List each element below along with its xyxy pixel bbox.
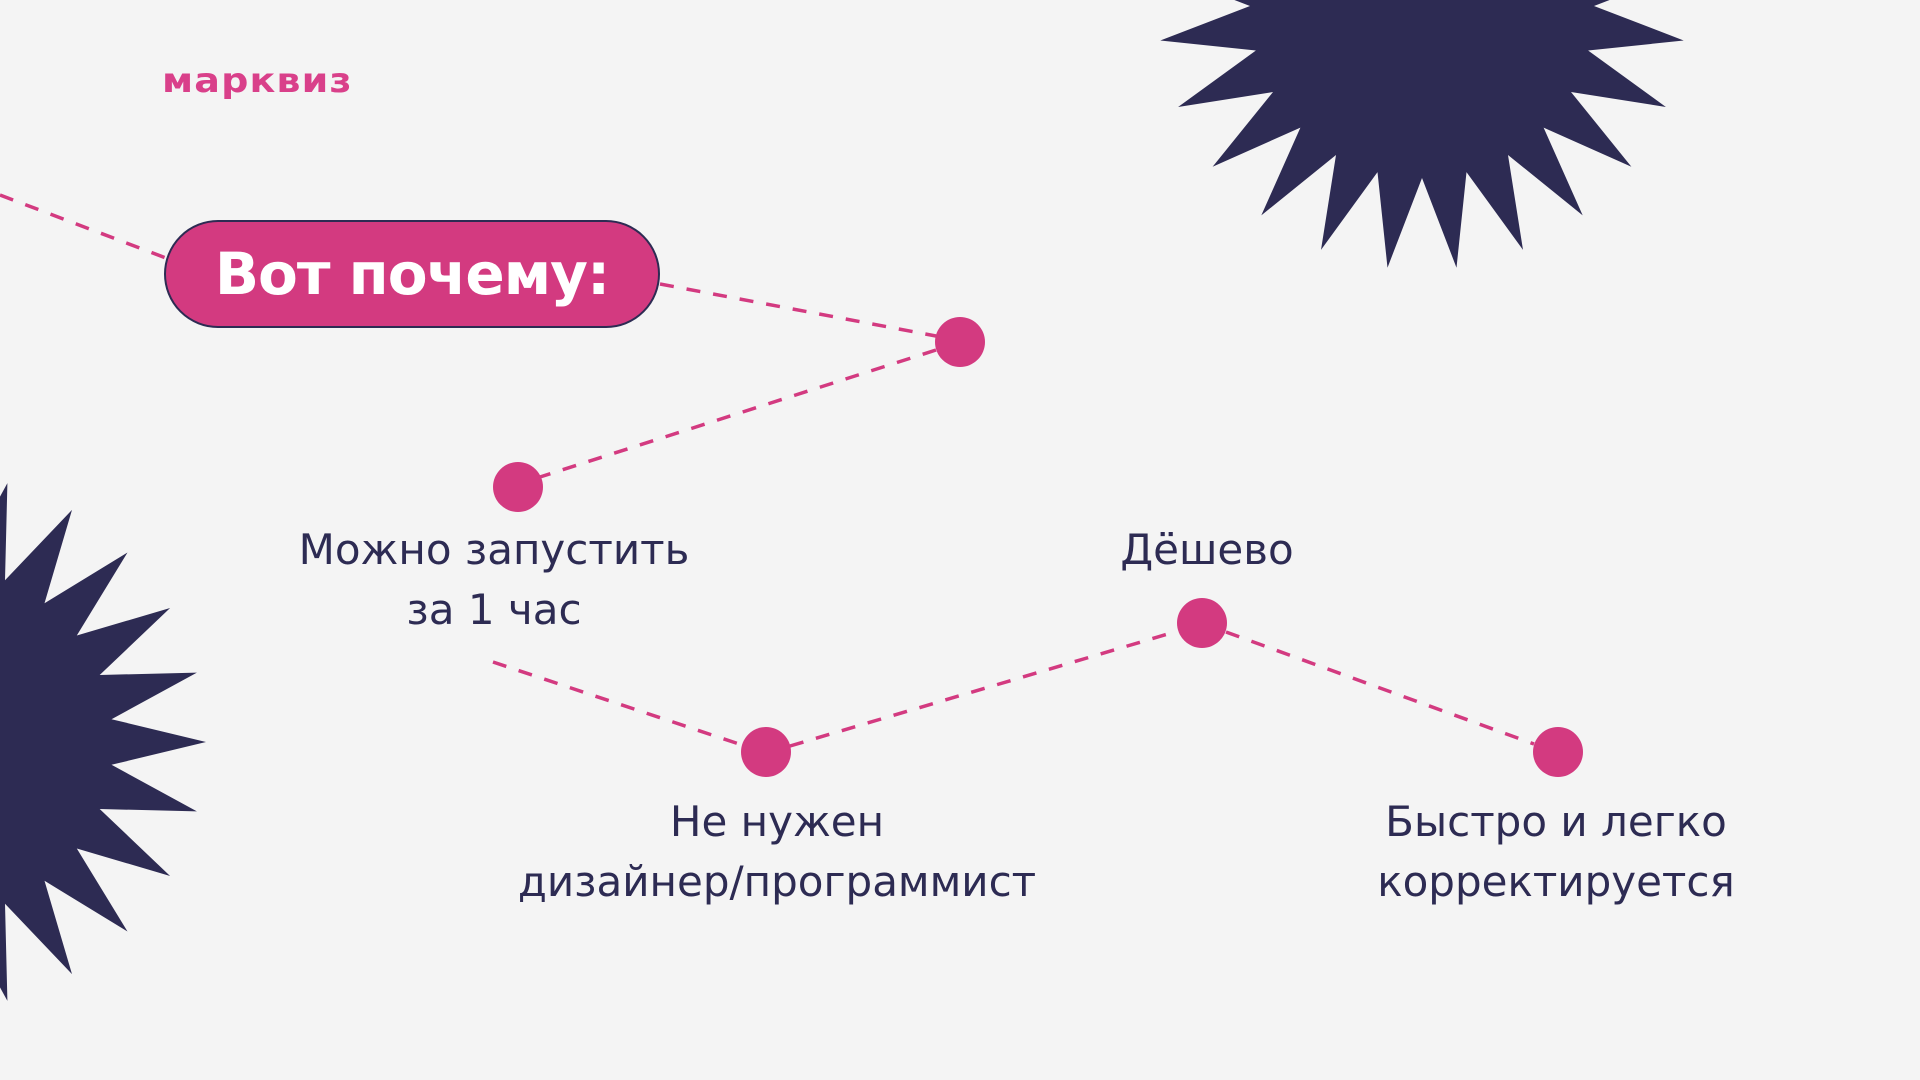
starburst-left-icon: [0, 483, 206, 1001]
starburst-top-right-icon: [1160, 0, 1684, 268]
heading-pill: Вот почему:: [164, 220, 660, 328]
reason-no-designer: Не нужен дизайнер/программист: [518, 792, 1036, 912]
connector-line-left-edge-to-pill: [0, 193, 167, 260]
reason-launch-fast: Можно запустить за 1 час: [299, 520, 690, 640]
connector-line-pill-to-dot1: [659, 282, 937, 338]
reason-line: дизайнер/программист: [517, 857, 1037, 906]
reason-cheap: Дёшево: [1120, 520, 1293, 580]
connector-dot: [935, 317, 985, 367]
connector-line-dot3-to-dot4: [789, 629, 1179, 748]
connector-dots: [493, 317, 1583, 777]
heading-title: Вот почему:: [214, 240, 610, 308]
dashed-connector-lines: [0, 193, 1535, 748]
brand-logo: марквиз: [162, 61, 353, 101]
reason-line: Дёшево: [1120, 525, 1294, 574]
reason-line: Быстро и легко: [1385, 797, 1727, 846]
reason-line: корректируется: [1377, 857, 1735, 906]
connector-dot: [1533, 727, 1583, 777]
reason-line: за 1 час: [406, 585, 582, 634]
connector-dot: [493, 462, 543, 512]
connector-line-label-to-dot3: [492, 660, 743, 747]
connector-dot: [1177, 598, 1227, 648]
reason-easy-edit: Быстро и легко корректируется: [1377, 792, 1735, 912]
connector-line-dot4-to-dot5: [1225, 630, 1535, 746]
reason-line: Не нужен: [669, 797, 885, 846]
connector-line-dot1-to-dot2: [539, 348, 937, 479]
reason-line: Можно запустить: [298, 525, 690, 574]
connector-dot: [741, 727, 791, 777]
